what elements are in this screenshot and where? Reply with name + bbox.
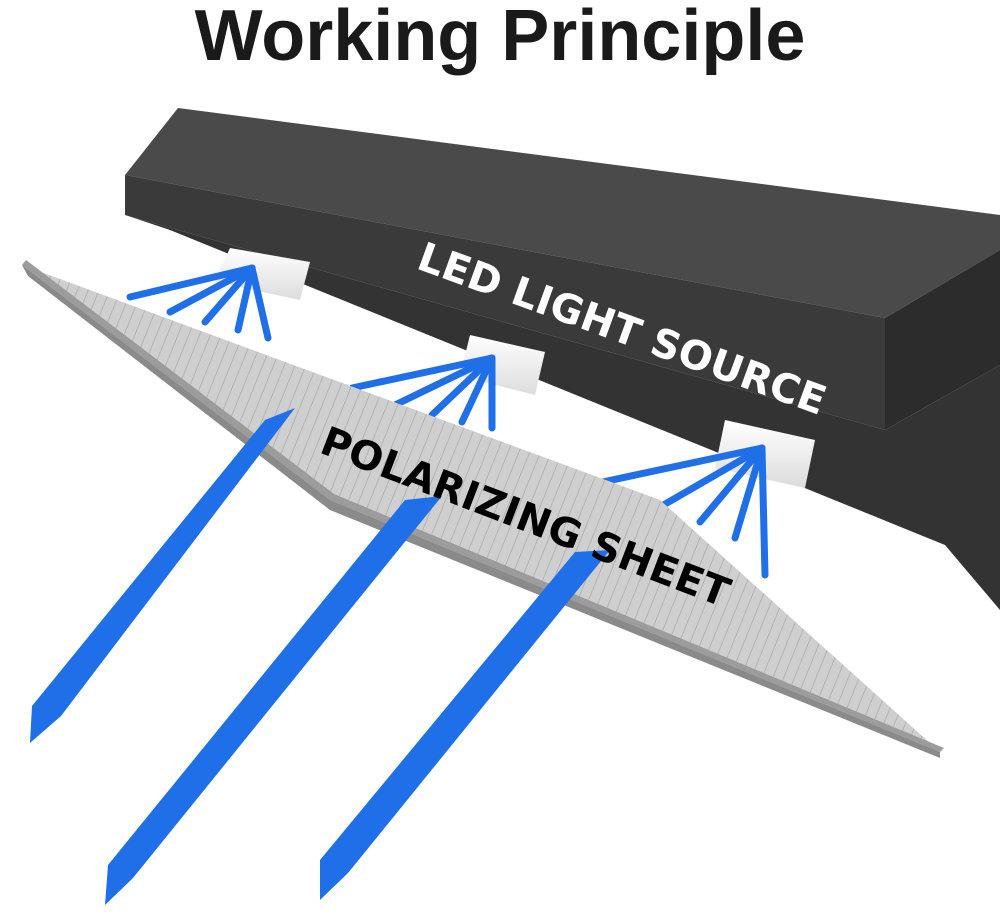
light-beam-3 [320,550,610,900]
sheet-surface [22,265,940,752]
light-fan-2 [348,354,496,432]
light-beam-2 [105,496,442,905]
light-beams [30,408,610,905]
light-bar-front-face [125,175,885,430]
light-beam-1 [30,408,295,743]
led-light-bar-icon [125,108,1000,610]
light-fan-3 [594,444,769,579]
light-fan-1 [126,264,272,342]
polarizing-sheet-icon [22,260,944,758]
page-title: Working Principle [194,0,806,76]
light-bar-top-face [125,108,1000,318]
light-fans [126,264,769,579]
light-bar-side-face [885,250,1000,430]
